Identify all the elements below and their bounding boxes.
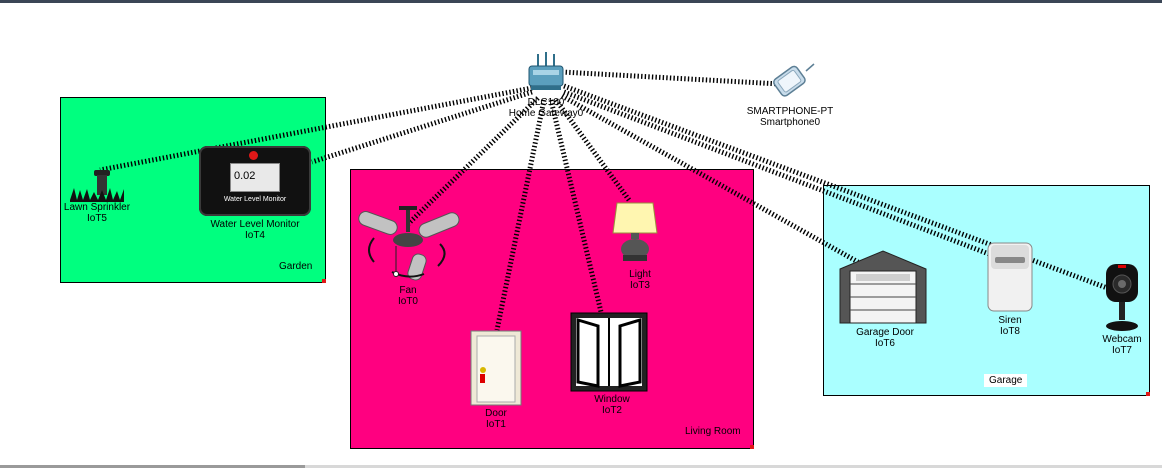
- link-gateway-webcam: [563, 83, 1119, 295]
- siren-model: Siren: [998, 315, 1022, 326]
- garage-door-icon[interactable]: [838, 249, 928, 325]
- light-name: IoT3: [629, 280, 650, 291]
- monitor-panel-label: Water Level Monitor: [223, 196, 287, 203]
- door-label: Door IoT1: [456, 408, 536, 430]
- siren-icon[interactable]: [985, 241, 1035, 313]
- status-dot: [249, 151, 258, 160]
- water-level-monitor-icon[interactable]: 0.02 Water Level Monitor: [199, 146, 311, 216]
- link-gateway-light: [553, 98, 632, 202]
- window-top-border: [0, 0, 1162, 3]
- cluster-resize-handle[interactable]: [322, 279, 326, 283]
- cluster-resize-handle[interactable]: [750, 445, 754, 449]
- window-label: Window IoT2: [572, 394, 652, 416]
- sprinkler-model: Lawn Sprinkler: [63, 202, 131, 213]
- monitor-display: 0.02: [230, 163, 280, 192]
- link-gateway-window: [548, 99, 604, 313]
- cluster-label-living-room: Living Room: [685, 426, 741, 437]
- wireless-router-icon[interactable]: [526, 52, 566, 96]
- cluster-garage[interactable]: Garage: [823, 185, 1150, 396]
- window-bottom-scrollbar[interactable]: [0, 465, 1162, 468]
- cluster-resize-handle[interactable]: [1146, 392, 1150, 396]
- link-gateway-siren: [563, 89, 1011, 265]
- webcam-model: Webcam: [1102, 334, 1142, 345]
- light-label: Light IoT3: [600, 269, 680, 291]
- fan-model: Fan: [399, 285, 417, 296]
- water-monitor-name: IoT4: [244, 230, 265, 241]
- webcam-name: IoT7: [1111, 345, 1132, 356]
- cluster-living-room[interactable]: Living Room: [350, 169, 754, 449]
- window-icon[interactable]: [570, 312, 648, 392]
- gateway-label: DLC100 Home Gateway0: [496, 97, 596, 119]
- cluster-label-garage: Garage: [984, 374, 1028, 387]
- link-gateway-water-monitor: [311, 89, 533, 165]
- gateway-name: Home Gateway0: [508, 108, 584, 119]
- fan-label: Fan IoT0: [368, 285, 448, 307]
- sprinkler-name: IoT5: [86, 213, 107, 224]
- gateway-model: DLC100: [527, 97, 565, 108]
- door-model: Door: [485, 408, 507, 419]
- cluster-label-garden: Garden: [279, 261, 313, 272]
- fan-name: IoT0: [397, 296, 418, 307]
- siren-label: Siren IoT8: [982, 315, 1038, 337]
- smartphone-label: SMARTPHONE-PT Smartphone0: [730, 106, 850, 128]
- garage-door-label: Garage Door IoT6: [843, 327, 927, 349]
- garage-door-name: IoT6: [874, 338, 895, 349]
- sprinkler-icon[interactable]: [68, 168, 126, 202]
- smartphone-model: SMARTPHONE-PT: [746, 106, 834, 117]
- garage-door-model: Garage Door: [856, 327, 914, 338]
- light-model: Light: [629, 269, 651, 280]
- sprinkler-label: Lawn Sprinkler IoT5: [47, 202, 147, 224]
- link-gateway-garage-door: [560, 93, 860, 265]
- smartphone-icon[interactable]: [762, 62, 820, 100]
- window-name: IoT2: [601, 405, 622, 416]
- lamp-icon[interactable]: [609, 197, 661, 267]
- link-gateway-sprinkler: [99, 85, 533, 173]
- door-name: IoT1: [485, 419, 506, 430]
- door-icon[interactable]: [470, 330, 522, 406]
- scrollbar-thumb[interactable]: [0, 465, 305, 468]
- link-gateway-door: [494, 99, 547, 331]
- smartphone-name: Smartphone0: [759, 117, 821, 128]
- webcam-icon[interactable]: [1100, 262, 1144, 334]
- water-monitor-model: Water Level Monitor: [210, 219, 300, 230]
- link-gateway-fan: [406, 96, 540, 226]
- ceiling-fan-icon[interactable]: [352, 202, 464, 282]
- webcam-label: Webcam IoT7: [1092, 334, 1152, 356]
- monitor-value: 0.02: [234, 170, 256, 182]
- link-gateway-smartphone: [561, 69, 781, 87]
- siren-name: IoT8: [999, 326, 1020, 337]
- window-model: Window: [594, 394, 630, 405]
- water-monitor-label: Water Level Monitor IoT4: [195, 219, 315, 241]
